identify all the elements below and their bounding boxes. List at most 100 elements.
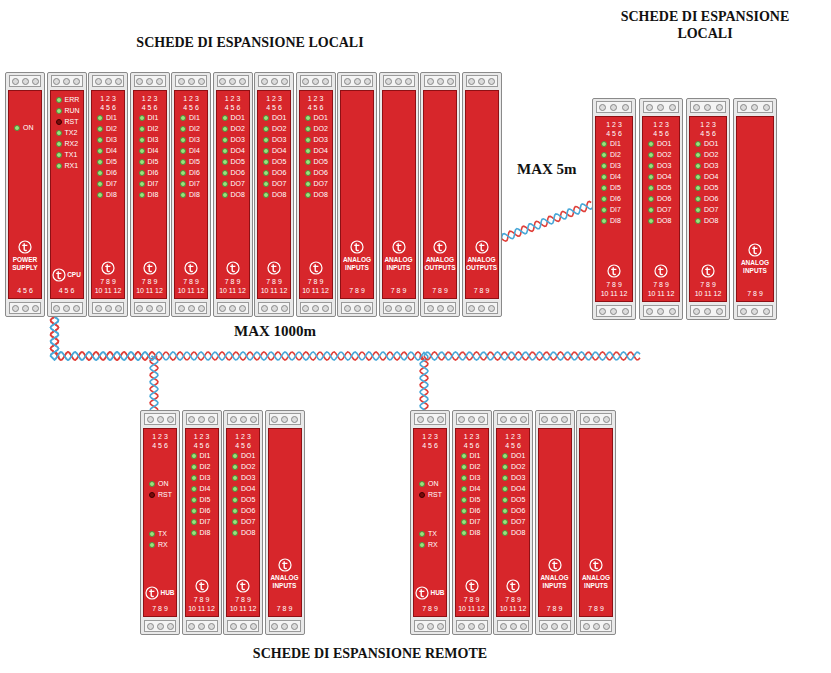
terminal-screw: [458, 623, 465, 630]
logo-ring: [507, 580, 519, 592]
status-led: [232, 486, 238, 492]
led-row: DI1: [97, 112, 117, 123]
status-led: [232, 475, 238, 481]
led-label: DO1: [231, 114, 245, 121]
led-label: RX2: [65, 140, 79, 147]
terminal-screw: [458, 416, 465, 423]
terminal-screw: [622, 104, 629, 111]
terminal-numbers: 1 2 3: [100, 94, 116, 103]
led-row: RX: [149, 539, 168, 550]
terminal-screw: [716, 308, 723, 315]
led-row: DO8: [502, 527, 525, 538]
led-label: DO4: [272, 147, 286, 154]
status-led: [149, 492, 155, 498]
terminal-numbers: 1 2 3: [183, 94, 199, 103]
io-module: ONPOWER SUPPLY4 5 6: [5, 72, 45, 317]
module-name: ANALOG INPUTS: [270, 574, 300, 590]
led-label: RX1: [65, 162, 79, 169]
led-label: DI2: [148, 125, 159, 132]
logo-ring: [393, 241, 405, 253]
terminal-block: [217, 75, 249, 87]
logo-ring: [590, 559, 602, 571]
status-led: [648, 185, 654, 191]
led-label: DI7: [200, 518, 211, 525]
logo-symbol: [654, 264, 668, 278]
terminal-screw: [322, 305, 329, 312]
terminal-screw: [73, 78, 80, 85]
led-label: DI8: [189, 191, 200, 198]
module-face: ANALOG INPUTS7 8 9: [382, 90, 416, 299]
status-led: [695, 141, 701, 147]
led-label: DI5: [106, 158, 117, 165]
status-led: [232, 497, 238, 503]
led-label: DO8: [511, 529, 525, 536]
led-row: DI3: [180, 134, 200, 145]
terminal-screw: [147, 416, 154, 423]
terminal-screw: [178, 78, 185, 85]
led-row: DO4: [232, 483, 255, 494]
status-led: [222, 126, 228, 132]
status-led: [56, 130, 62, 136]
terminal-numbers: 7 8 9: [194, 595, 210, 604]
module-face: ANALOG INPUTS7 8 9: [736, 116, 774, 302]
led-row: DI2: [461, 461, 481, 472]
logo-symbol: [18, 240, 32, 254]
io-module: 1 2 34 5 6ONRSTTXRXHUB7 8 9: [410, 410, 450, 635]
terminal-screw: [740, 104, 747, 111]
status-led: [139, 192, 145, 198]
led-row: DO2: [232, 461, 255, 472]
terminal-screw: [478, 78, 485, 85]
led-label: DO1: [272, 114, 286, 121]
terminal-screw: [583, 623, 590, 630]
led-row: DI6: [461, 505, 481, 516]
status-led: [601, 174, 607, 180]
terminal-numbers: 7 8 9: [349, 286, 365, 295]
status-led: [56, 97, 62, 103]
terminal-screw: [669, 104, 676, 111]
terminal-numbers: 4 5 6: [17, 286, 33, 295]
terminal-block: [341, 302, 373, 314]
module-name: HUB: [160, 589, 174, 597]
terminal-numbers: 7 8 9: [700, 280, 716, 289]
status-led: [305, 115, 311, 121]
module-name: ANALOG OUTPUTS: [466, 256, 497, 272]
module-face: 1 2 34 5 6DO1DO2DO3DO4DO5DO6DO7DO87 8 91…: [226, 428, 260, 617]
terminal-numbers: 10 11 12: [648, 289, 675, 298]
terminal-block: [383, 302, 415, 314]
led-label: TX2: [65, 129, 78, 136]
terminal-screw: [610, 104, 617, 111]
module-face: ANALOG INPUTS7 8 9: [579, 428, 613, 617]
cable-strand: [424, 352, 640, 360]
status-led: [502, 497, 508, 503]
led-row: DO4: [502, 483, 525, 494]
status-led: [502, 464, 508, 470]
terminal-block: [456, 620, 488, 632]
terminal-screw: [468, 78, 475, 85]
logo-ring: [310, 262, 322, 274]
led-row: DI5: [139, 156, 159, 167]
terminal-screw: [510, 623, 517, 630]
terminal-block: [643, 101, 679, 113]
terminal-screw: [105, 78, 112, 85]
terminal-screw: [478, 416, 485, 423]
led-label: DI2: [106, 125, 117, 132]
module-face: 1 2 34 5 6DI1DI2DI3DI4DI5DI6DI7DI87 8 91…: [133, 90, 167, 299]
logo-symbol: [52, 268, 66, 282]
terminal-screw: [417, 416, 424, 423]
status-led: [601, 185, 607, 191]
terminal-numbers: 1 2 3: [505, 432, 521, 441]
terminal-screw: [646, 104, 653, 111]
status-led: [305, 159, 311, 165]
cable-strand: [51, 317, 159, 410]
led-label: DO7: [511, 518, 525, 525]
terminal-screw: [437, 623, 444, 630]
led-row: DO6: [695, 193, 718, 204]
io-module: 1 2 34 5 6DI1DI2DI3DI4DI5DI6DI7DI87 8 91…: [88, 72, 128, 317]
led-row: RUN: [56, 105, 80, 116]
io-module: 1 2 34 5 6DO1DO2DO3DO4DO5DO6DO7DO87 8 91…: [213, 72, 253, 317]
terminal-screw: [541, 416, 548, 423]
terminal-screw: [198, 623, 205, 630]
led-label: DO1: [241, 452, 255, 459]
led-label: DO5: [657, 184, 671, 191]
led-label: TX1: [65, 151, 78, 158]
